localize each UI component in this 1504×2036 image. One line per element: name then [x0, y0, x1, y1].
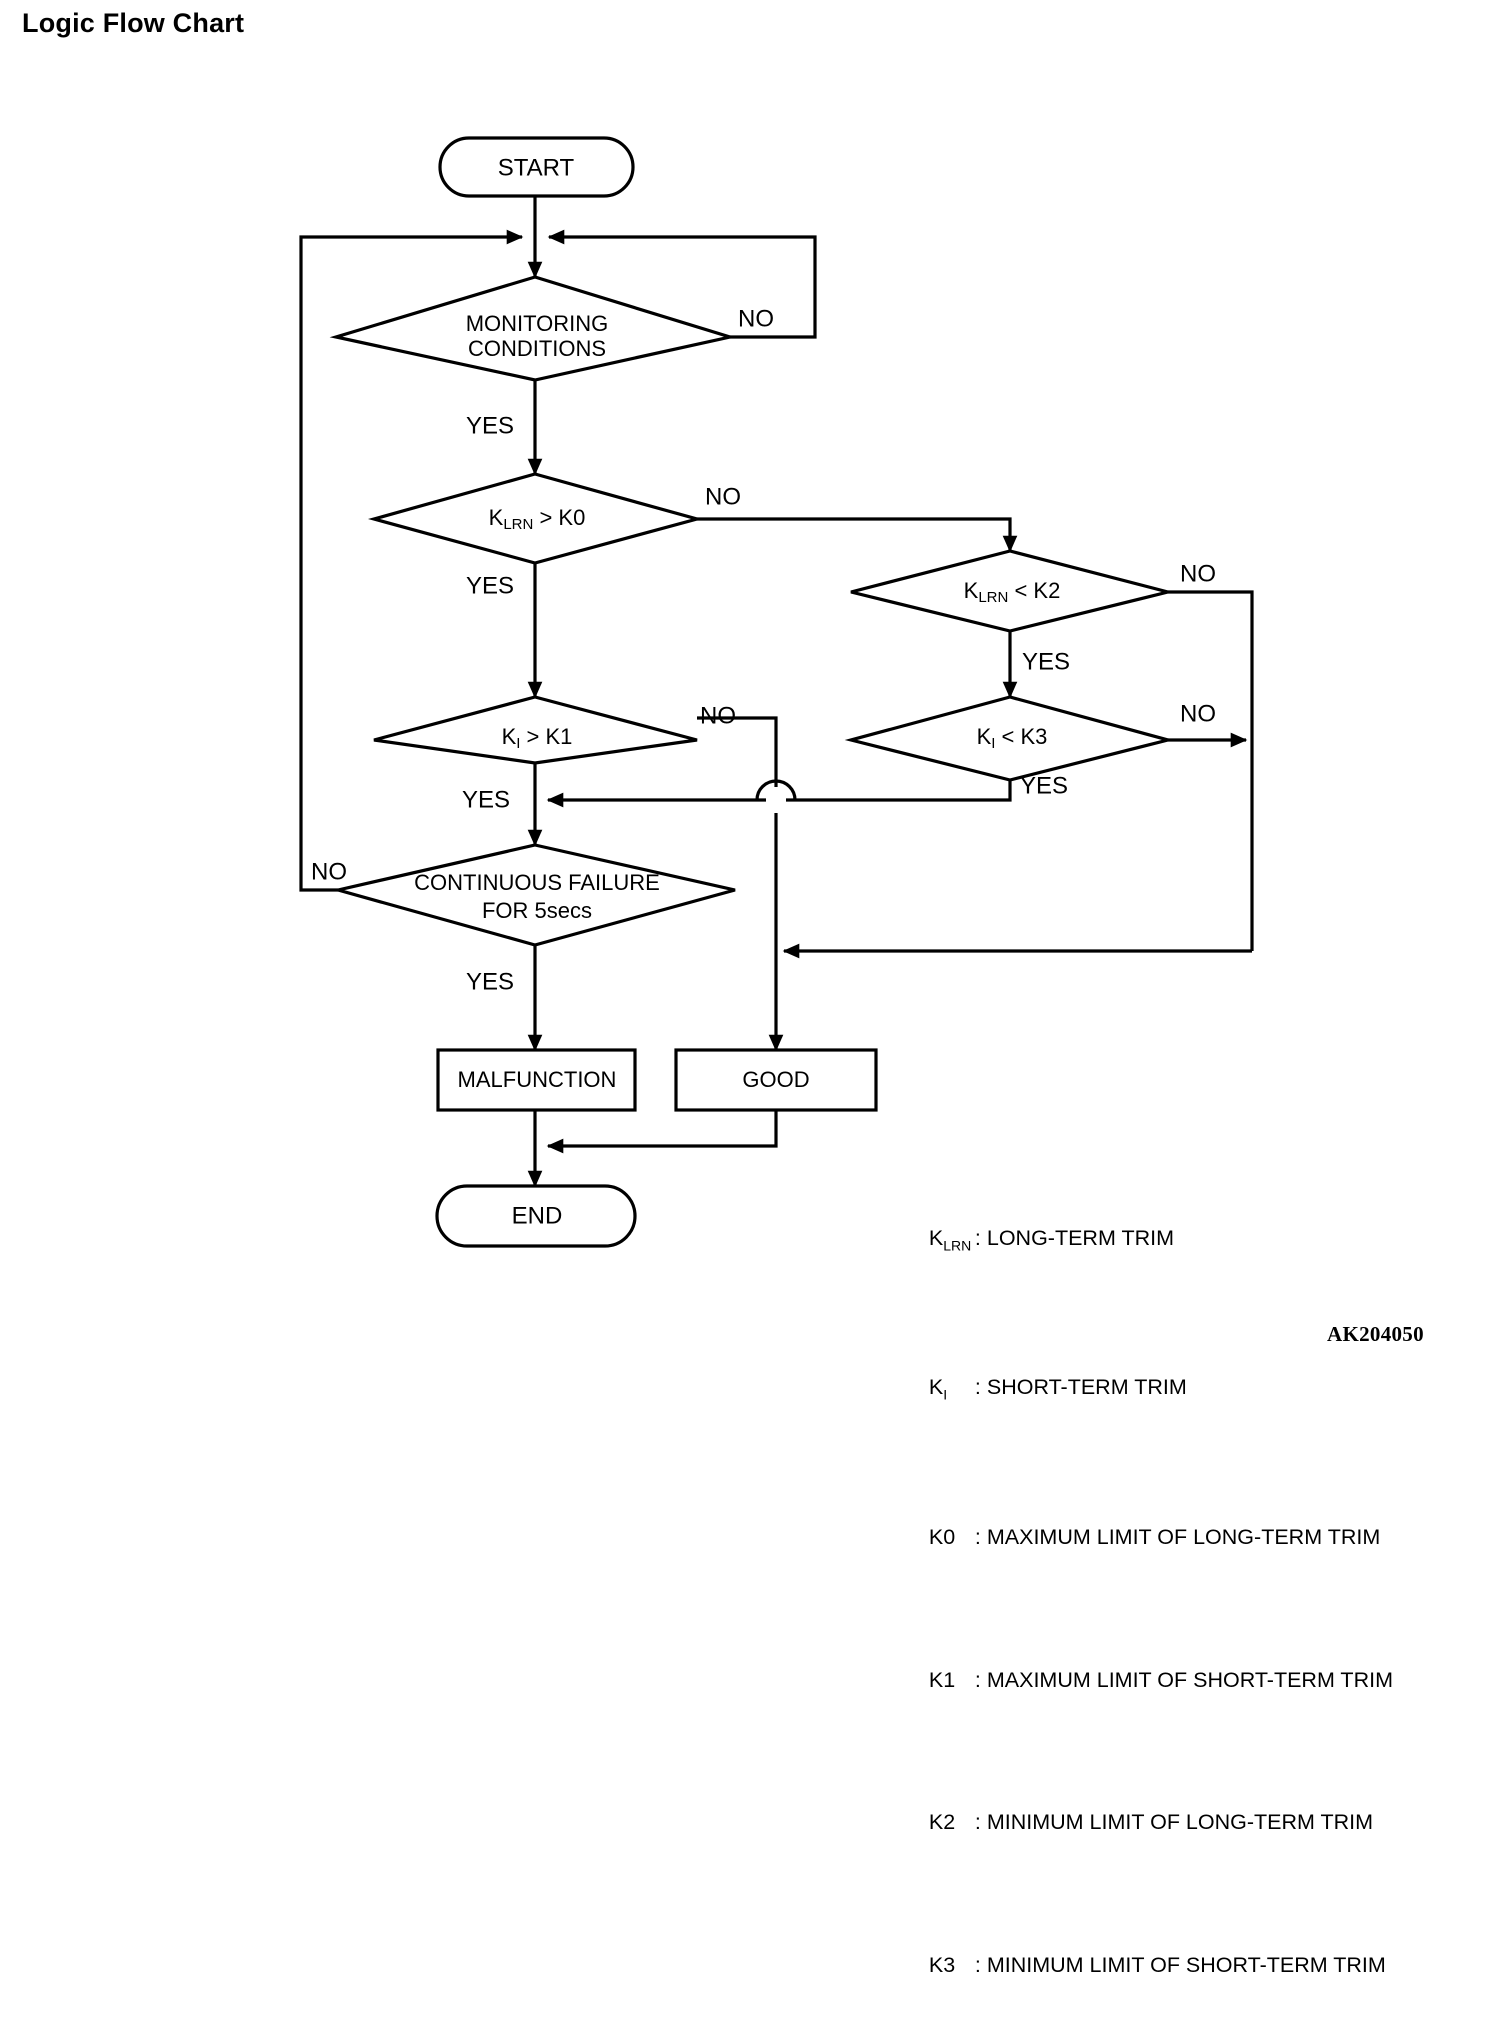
edge-ki-k1-no-upper [697, 716, 778, 787]
legend-key-plain: K1 [928, 1667, 956, 1692]
branch-label-monitoring-yes: YES [466, 412, 514, 439]
node-malfunction[interactable] [436, 1048, 637, 1112]
klrn-k0-sub: LRN [503, 516, 533, 533]
legend: KLRN: LONG-TERM TRIM KI: SHORT-TERM TRIM… [905, 1138, 1393, 2036]
legend-text: LONG-TERM TRIM [986, 1225, 1174, 1250]
branch-label-ki-k1-no: NO [700, 702, 736, 729]
edge-good-to-end [546, 1110, 778, 1154]
legend-key: K2 [929, 1808, 975, 1837]
node-continuous-line2: FOR 5secs [482, 898, 592, 923]
node-klrn-lt-k2[interactable] [850, 549, 1169, 633]
branch-label-ki-k3-no: NO [1180, 700, 1216, 727]
branch-label-monitoring-no: NO [738, 305, 774, 332]
edge-continuous-no-loopback [299, 229, 524, 892]
legend-text: MINIMUM LIMIT OF SHORT-TERM TRIM [986, 1952, 1386, 1977]
branch-label-continuous-yes: YES [466, 968, 514, 995]
legend-row: KI: SHORT-TERM TRIM [905, 1345, 1393, 1438]
legend-row: K2: MINIMUM LIMIT OF LONG-TERM TRIM [905, 1780, 1393, 1866]
ki-k3-tail: < K3 [995, 724, 1047, 749]
node-klrn-gt-k0-label: KLRN > K0 [489, 505, 586, 533]
legend-key: KI [929, 1373, 975, 1409]
edge-klrn-k2-no [1168, 590, 1254, 951]
klrn-k2-sub: LRN [978, 589, 1008, 606]
branch-label-klrn-k2-yes: YES [1022, 648, 1070, 675]
line-hop-arc [755, 779, 797, 801]
klrn-k0-base: K [489, 505, 504, 530]
klrn-k2-base: K [964, 578, 979, 603]
legend-row: K0: MAXIMUM LIMIT OF LONG-TERM TRIM [905, 1495, 1393, 1581]
branch-label-klrn-k0-yes: YES [466, 572, 514, 599]
legend-key: KLRN [929, 1224, 975, 1260]
legend-text: MAXIMUM LIMIT OF SHORT-TERM TRIM [986, 1667, 1393, 1692]
legend-key: K1 [929, 1666, 975, 1695]
legend-text: MINIMUM LIMIT OF LONG-TERM TRIM [986, 1810, 1374, 1835]
node-good-label: GOOD [742, 1067, 809, 1092]
legend-text: MAXIMUM LIMIT OF LONG-TERM TRIM [986, 1525, 1381, 1550]
node-start[interactable] [438, 136, 635, 198]
legend-separator: : [974, 1667, 987, 1692]
branch-label-continuous-no: NO [311, 858, 347, 885]
ki-k1-base: K [502, 724, 517, 749]
klrn-k0-tail: > K0 [533, 505, 585, 530]
ki-k1-tail: > K1 [520, 724, 572, 749]
legend-key-subscript: I [943, 1386, 948, 1403]
node-klrn-gt-k0[interactable] [367, 472, 704, 565]
node-good[interactable] [674, 1048, 878, 1112]
legend-key-base: K [928, 1225, 944, 1250]
branch-label-ki-k1-yes: YES [462, 786, 510, 813]
edge-klrn-k0-no [697, 517, 1018, 553]
node-start-label: START [498, 154, 575, 181]
legend-row: K3: MINIMUM LIMIT OF SHORT-TERM TRIM [905, 1922, 1393, 2008]
legend-separator: : [974, 1952, 987, 1977]
legend-separator: : [974, 1225, 987, 1250]
node-monitoring-line2: CONDITIONS [468, 336, 606, 361]
node-malfunction-label: MALFUNCTION [458, 1067, 617, 1092]
branch-label-ki-k3-yes: YES [1020, 772, 1068, 799]
node-continuous-failure[interactable] [337, 843, 736, 947]
legend-text: SHORT-TERM TRIM [986, 1375, 1187, 1400]
legend-separator: : [974, 1525, 987, 1550]
legend-separator: : [974, 1810, 987, 1835]
klrn-k2-tail: < K2 [1008, 578, 1060, 603]
page-title: Logic Flow Chart [22, 8, 245, 38]
legend-key: K3 [929, 1951, 975, 1980]
node-monitoring-conditions[interactable] [329, 275, 737, 382]
legend-key-plain: K3 [928, 1952, 956, 1977]
ki-k3-base: K [977, 724, 992, 749]
edge-monitoring-no-loopback [547, 229, 817, 339]
node-continuous-line1: CONTINUOUS FAILURE [414, 870, 660, 895]
node-end-label: END [512, 1202, 563, 1229]
branch-label-klrn-k0-no: NO [705, 483, 741, 510]
node-ki-gt-k1-label: KI > K1 [502, 724, 573, 752]
legend-key-subscript: LRN [943, 1236, 972, 1253]
logic-flow-chart-diagram: START MONITORING CONDITIONS KLRN > K0 KL… [299, 136, 1254, 1248]
legend-key-base: K [928, 1375, 944, 1400]
legend-row: K1: MAXIMUM LIMIT OF SHORT-TERM TRIM [905, 1637, 1393, 1723]
legend-key: K0 [929, 1523, 975, 1552]
node-ki-lt-k3[interactable] [844, 695, 1175, 782]
ki-k3-sub: I [991, 735, 995, 752]
legend-row: KLRN: LONG-TERM TRIM [905, 1195, 1393, 1288]
legend-separator: : [974, 1375, 987, 1400]
node-klrn-lt-k2-label: KLRN < K2 [964, 578, 1061, 606]
edge-ki-k3-yes-right-seg [786, 780, 1012, 802]
node-ki-gt-k1[interactable] [373, 695, 698, 765]
node-monitoring-line1: MONITORING [466, 311, 609, 336]
legend-key-plain: K0 [928, 1525, 956, 1550]
node-ki-lt-k3-label: KI < K3 [977, 724, 1048, 752]
legend-key-plain: K2 [928, 1810, 956, 1835]
reference-code: AK204050 [1327, 1322, 1424, 1346]
node-end[interactable] [435, 1184, 637, 1248]
ki-k1-sub: I [516, 735, 520, 752]
branch-label-klrn-k2-no: NO [1180, 560, 1216, 587]
